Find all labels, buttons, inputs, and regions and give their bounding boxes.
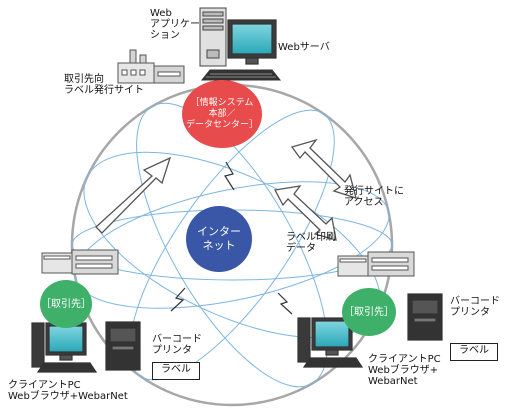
- web-server-label: Webサーバ: [278, 42, 330, 53]
- client-right-pc-label: クライアントPC Webブラウザ+ WebarNet: [368, 354, 441, 387]
- client-left-label-box: ラベル: [152, 362, 200, 380]
- client-left-pc-label: クライアントPC Webブラウザ+WebarNet: [8, 380, 128, 402]
- keyboard-icon: [200, 69, 282, 81]
- label-site-label: 取引先向 ラベル発行サイト: [64, 74, 144, 96]
- client-right-label-box: ラベル: [450, 343, 498, 361]
- barcode-printer-right-icon: [407, 293, 443, 341]
- arrow-right-down: [273, 138, 357, 241]
- factory-icon: [117, 49, 185, 84]
- monitor-icon: [227, 19, 277, 65]
- client-right-badge: ［取引先］: [342, 288, 396, 336]
- print-data-label: ラベル印刷 データ: [286, 232, 336, 254]
- building-icon-right: [337, 251, 415, 277]
- server-icon: [199, 7, 227, 67]
- internet-bubble: インター ネット: [186, 206, 252, 272]
- client-left-printer-label: バーコード プリンタ: [152, 334, 202, 356]
- client-left-badge: ［取引先］: [40, 280, 92, 328]
- building-icon-left: [41, 249, 119, 275]
- signal-icon: [170, 161, 293, 315]
- client-pc-left-icon: [31, 322, 98, 373]
- web-app-label: Web アプリケー ション: [150, 8, 200, 41]
- arrow-left-up: [95, 156, 172, 234]
- access-site-label: 発行サイトに アクセス: [344, 186, 404, 208]
- datacenter-bubble: ［情報システム 本部／ データセンター］: [182, 80, 262, 148]
- client-right-printer-label: バーコード プリンタ: [450, 296, 500, 318]
- barcode-printer-left-icon: [105, 321, 141, 371]
